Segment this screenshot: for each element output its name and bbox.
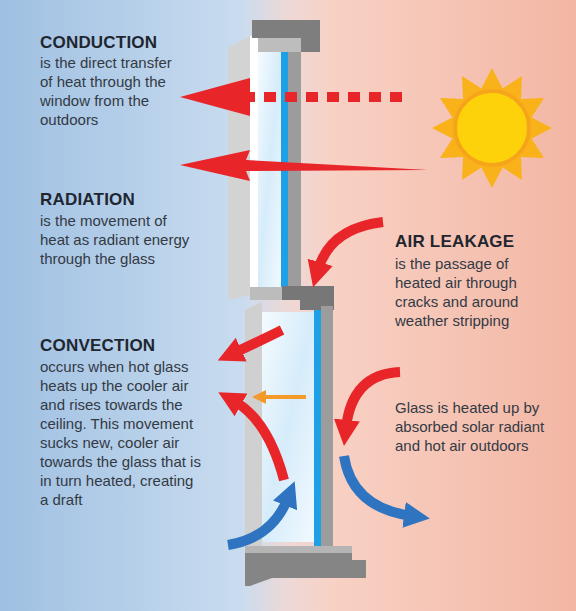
body-text: is the passage of heated air through cra… (395, 254, 545, 330)
radiation-arrow (180, 150, 428, 181)
hot-air-arrow (346, 372, 400, 428)
heat-arrow (262, 395, 306, 399)
convection-arrow (234, 330, 282, 353)
head-cap (252, 20, 320, 52)
heading-label: CONDUCTION (40, 33, 240, 53)
heading-label: AIR LEAKAGE (395, 232, 565, 252)
head-rail (258, 38, 301, 52)
air-leakage-arrow (318, 222, 383, 270)
sill-top (245, 546, 352, 553)
body-text: is the direct transfer of heat through t… (40, 53, 172, 129)
sun-rays (432, 68, 552, 188)
sun-disc (455, 91, 529, 165)
cool-air-arrow (228, 498, 288, 545)
body-text: Glass is heated up by absorbed solar rad… (395, 398, 545, 455)
conduction-arrowhead (180, 78, 250, 116)
body-text: is the movement of heat as radiant energ… (40, 211, 190, 268)
glass-edge (314, 310, 321, 546)
conduction-dots (222, 92, 410, 102)
heading-label: RADIATION (40, 190, 240, 210)
meeting-rail-light (250, 287, 282, 300)
convection-arrow (234, 401, 284, 480)
window-sill (245, 546, 366, 586)
heading-label: CONVECTION (40, 336, 240, 356)
body-text: occurs when hot glass heats up the coole… (40, 357, 205, 509)
cooled-air-arrow (344, 456, 412, 516)
frame-right (321, 306, 333, 550)
